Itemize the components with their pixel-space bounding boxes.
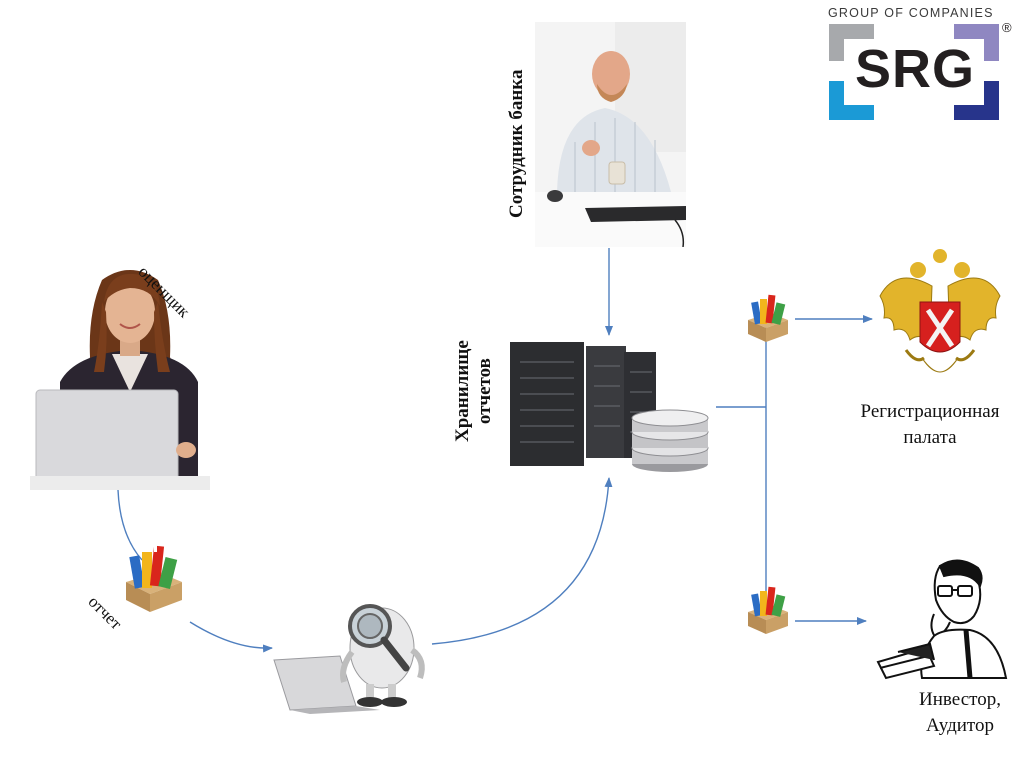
registry-label-line1: Регистрационная xyxy=(860,401,1000,422)
folders-icon xyxy=(748,294,788,342)
logo-frame xyxy=(829,24,999,120)
arrow-appraiser-to-report xyxy=(117,489,143,561)
arrow-inspector-to-storage xyxy=(431,477,613,645)
investor-sketch-illustration xyxy=(876,559,1008,680)
folders-icon xyxy=(748,586,788,634)
folders-icon xyxy=(126,544,182,612)
report-storage-image xyxy=(506,336,716,482)
logo-registered: ® xyxy=(1002,20,1012,35)
report-to-investor-icon xyxy=(742,584,794,636)
bank-employee-image xyxy=(535,22,686,247)
eagle-emblem-icon xyxy=(879,249,1001,373)
bank-employee-illustration xyxy=(535,22,686,247)
logo-group-text: GROUP OF COMPANIES xyxy=(828,6,994,20)
arrow-report-to-laptop xyxy=(189,621,273,653)
logo-brand: SRG xyxy=(854,39,976,99)
storage-label-line2: отчетов xyxy=(474,358,495,425)
bank-employee-label: Сотрудник банка xyxy=(506,69,527,218)
storage-label: Хранилище отчетов xyxy=(452,340,496,442)
registry-label: Регистрационная палата xyxy=(830,399,1024,451)
server-rack-illustration xyxy=(510,342,709,472)
investor-image xyxy=(874,556,1012,680)
srg-logo: GROUP OF COMPANIES SRG ® xyxy=(826,6,1018,124)
inspector-illustration xyxy=(273,604,425,714)
investor-label-line2: Аудитор xyxy=(926,715,994,736)
laptop-inspector-image xyxy=(270,588,435,718)
investor-label: Инвестор, Аудитор xyxy=(890,687,1024,739)
appraiser-image xyxy=(30,262,210,490)
report-folders-icon xyxy=(118,542,188,614)
appraiser-illustration xyxy=(30,270,210,490)
registry-emblem xyxy=(876,246,1004,386)
registry-label-line2: палата xyxy=(903,427,957,448)
storage-label-line1: Хранилище xyxy=(452,340,473,442)
investor-label-line1: Инвестор, xyxy=(919,689,1001,710)
report-to-registry-icon xyxy=(742,292,794,344)
